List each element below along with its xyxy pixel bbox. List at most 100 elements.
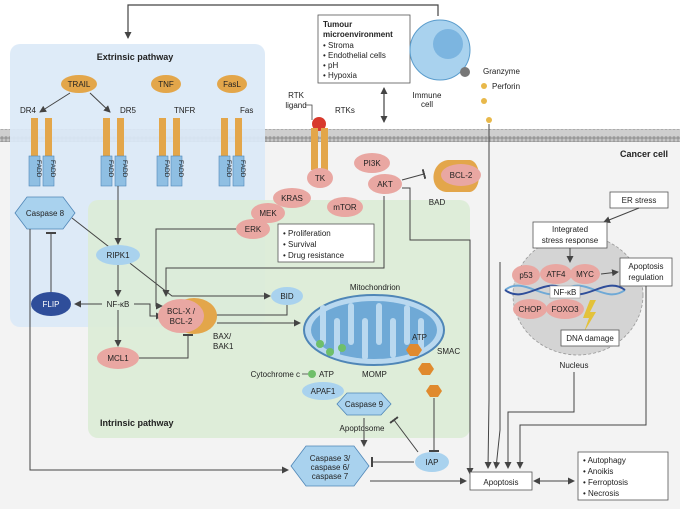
bid-label: BID — [280, 292, 294, 301]
erk-to-bclx-arrow — [155, 228, 236, 310]
microenvironment-item: • Hypoxia — [323, 71, 357, 80]
fadd-label: FADD — [225, 160, 232, 178]
apoptosis-box — [469, 471, 533, 491]
bcl2-node — [441, 164, 481, 186]
immune-feedback-arrow — [124, 4, 439, 39]
myc-node — [570, 264, 600, 284]
rtk-ligand-label-1: RTK — [288, 91, 305, 100]
cytochrome-c-label: Cytochrome c — [251, 370, 300, 379]
perforin-icon — [481, 83, 487, 89]
apoptosis-regulation-label-1: Apoptosis — [628, 262, 663, 271]
smac-icon — [426, 385, 442, 397]
bid-to-bclx-arrow — [205, 305, 288, 319]
foxo3-label: FOXO3 — [551, 305, 579, 314]
perforin-to-apoptosis-arrow — [484, 124, 492, 469]
rtks-label: RTKs — [335, 106, 355, 115]
tk-node — [307, 168, 333, 188]
apoptosis-regulation-label-2: regulation — [628, 273, 663, 282]
caspase8-node — [14, 196, 76, 230]
nfkb-nucleus-label: NF-κB — [554, 288, 577, 297]
fasl-ligand — [217, 75, 247, 93]
caspase8-to-caspase3-arrow — [29, 229, 289, 474]
tk-label: TK — [315, 174, 326, 183]
flip-node — [31, 292, 71, 316]
akt-node — [368, 174, 402, 194]
fas-label: Fas — [240, 106, 253, 115]
immune-cell-label-1: Immune — [413, 91, 442, 100]
caspase3-node — [290, 445, 370, 487]
caspase3-label-1: Caspase 3/ — [310, 454, 351, 463]
granzyme-icon — [460, 67, 470, 77]
fadd-label: FADD — [121, 160, 128, 178]
akt-to-bclx-arrow — [162, 196, 385, 297]
caspase8-to-bid-arrow — [71, 217, 271, 300]
myc-label: MYC — [576, 270, 594, 279]
mcl1-node — [97, 347, 139, 369]
smac-icon — [418, 363, 434, 375]
proliferation-item: • Proliferation — [283, 229, 331, 238]
akt-label: AKT — [377, 180, 393, 189]
other-death-item: • Anoikis — [583, 467, 613, 476]
proliferation-item: • Survival — [283, 240, 317, 249]
trail-arrow-dr5 — [89, 92, 111, 113]
erk-node — [236, 219, 270, 239]
iap-node — [415, 452, 449, 472]
flip-label: FLIP — [43, 300, 60, 309]
mcl1-label: MCL1 — [107, 354, 129, 363]
dr4-label: DR4 — [20, 106, 37, 115]
bid-node — [271, 287, 303, 305]
mtor-label: mTOR — [333, 203, 357, 212]
akt-inhibit-bad — [401, 168, 427, 181]
proliferation-item: • Drug resistance — [283, 251, 345, 260]
apoptosis-regulation-box — [619, 257, 673, 287]
perforin-icon — [486, 117, 492, 123]
smac-label: SMAC — [437, 347, 460, 356]
other-death-item: • Autophagy — [583, 456, 626, 465]
fadd-label: FADD — [49, 160, 56, 178]
trail-label: TRAIL — [68, 80, 91, 89]
bclx-node — [158, 299, 204, 333]
isr-box — [532, 221, 608, 249]
fadd-label: FADD — [177, 160, 184, 178]
mek-node — [251, 203, 285, 223]
dna-damage-box — [560, 329, 620, 347]
granzyme-label: Granzyme — [483, 67, 520, 76]
tnfr-label: TNFR — [174, 106, 196, 115]
fadd-adaptors — [28, 155, 245, 187]
kras-node — [273, 188, 311, 208]
bax-label-2: BAK1 — [213, 342, 234, 351]
intrinsic-panel — [88, 200, 470, 438]
microenvironment-title-1: Tumour — [323, 20, 352, 29]
apaf1-label: APAF1 — [311, 387, 336, 396]
dr5-label: DR5 — [120, 106, 137, 115]
caspase9-node — [336, 392, 392, 416]
microenvironment-item: • pH — [323, 61, 338, 70]
bax-label-1: BAX/ — [213, 332, 232, 341]
pi3k-label: PI3K — [363, 159, 381, 168]
cancer-cell-label: Cancer cell — [620, 149, 668, 159]
p53-label: p53 — [519, 271, 533, 280]
nfkb-label: NF-κB — [107, 300, 130, 309]
atp-cyt-label: ATP — [319, 370, 334, 379]
perforin-label: Perforin — [492, 82, 520, 91]
perforin-icon — [481, 98, 487, 104]
cytochrome-c-particles — [316, 340, 346, 356]
other-death-item: • Ferroptosis — [583, 478, 628, 487]
apoptosis-label: Apoptosis — [483, 478, 518, 487]
trail-ligand — [61, 75, 97, 93]
nfkb-to-bclx-arrow — [134, 303, 163, 320]
immune-cell-nucleus — [433, 29, 463, 59]
kras-label: KRAS — [281, 194, 303, 203]
stress-to-apoptosis-arrow — [493, 262, 501, 469]
lightning-icon — [583, 300, 596, 332]
atf4-label: ATF4 — [547, 270, 567, 279]
caspase9-label: Caspase 9 — [345, 400, 384, 409]
caspase3-label-2: caspase 6/ — [311, 463, 350, 472]
ripk1-label: RIPK1 — [106, 251, 130, 260]
caspase8-label: Caspase 8 — [26, 209, 65, 218]
p53-node — [512, 265, 540, 285]
cytochrome-c-icon — [308, 370, 316, 378]
immune-cell-label-2: cell — [421, 100, 433, 109]
